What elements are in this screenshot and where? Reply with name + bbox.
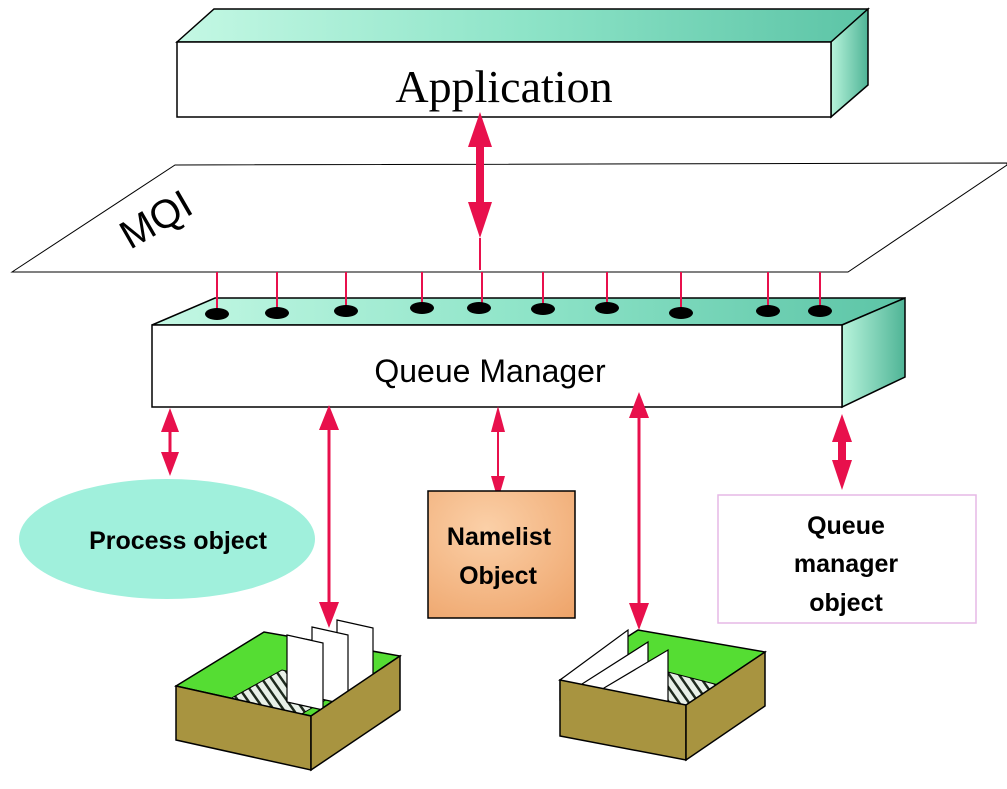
- mqi-connectors: [216, 272, 821, 313]
- queue-manager-box: Queue Manager: [151, 296, 906, 409]
- queue-tray-1: [174, 619, 402, 772]
- queue-manager-object-line2: manager: [794, 550, 898, 578]
- queue-manager-object-arrow: [832, 414, 852, 490]
- queue-manager-object-line3: object: [809, 589, 883, 617]
- namelist-object-arrow: [491, 406, 505, 500]
- mqi-call-points: [205, 302, 832, 320]
- namelist-object: Namelist Object: [427, 490, 576, 619]
- queue-manager-label: Queue Manager: [374, 353, 606, 389]
- application-label: Application: [395, 61, 612, 112]
- process-object: Process object: [19, 479, 315, 599]
- application-queue-manager-arrow: [468, 112, 492, 270]
- queue-manager-object-line1: Queue: [807, 512, 885, 540]
- application-box: Application: [175, 7, 870, 119]
- process-object-label: Process object: [89, 527, 268, 555]
- queue-manager-object: Queue manager object: [717, 494, 977, 624]
- queue-tray-2: [558, 628, 767, 762]
- mqi-plane: MQI: [10, 162, 1007, 273]
- queue-1-arrow: [319, 405, 339, 628]
- queue-2-arrow: [629, 392, 649, 630]
- process-object-arrow: [161, 408, 179, 476]
- namelist-object-line1: Namelist: [447, 523, 552, 551]
- namelist-object-line2: Object: [459, 562, 537, 590]
